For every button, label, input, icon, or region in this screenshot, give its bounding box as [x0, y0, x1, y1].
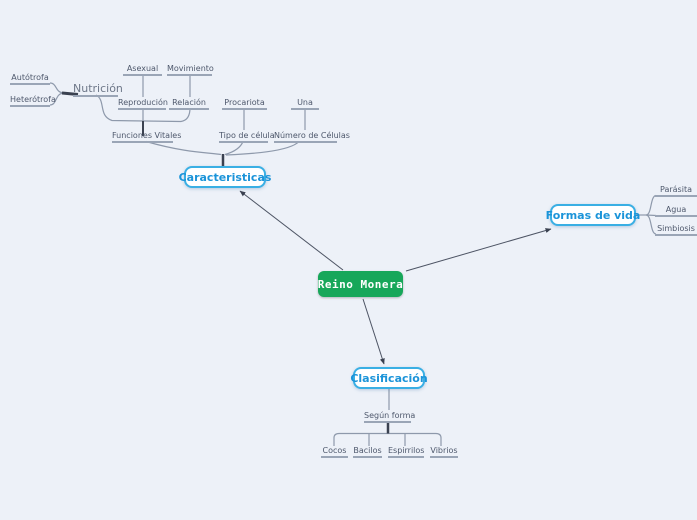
node-nutricion[interactable]: Nutrición [73, 82, 123, 97]
node-vibrios[interactable]: Vibrios [430, 445, 458, 458]
node-parasita[interactable]: Parásita [655, 184, 697, 197]
node-movimiento[interactable]: Movimiento [167, 63, 214, 76]
node-procariota[interactable]: Procariota [222, 97, 267, 110]
node-numero-de-celulas[interactable]: Número de Células [274, 130, 350, 143]
node-espirrilos[interactable]: Espirrilos [388, 445, 424, 458]
node-bacilos[interactable]: Bacilos [353, 445, 382, 458]
node-caracteristicas[interactable]: Caracteristicas [179, 166, 271, 188]
node-autotrofa[interactable]: Autótrofa [10, 72, 50, 85]
node-agua[interactable]: Agua [655, 204, 697, 217]
node-reino-monera-root[interactable]: Reino Monera [318, 271, 403, 297]
node-relacion[interactable]: Relación [169, 97, 209, 110]
node-segun-forma[interactable]: Según forma [364, 410, 415, 423]
node-funciones-vitales[interactable]: Funciones Vitales [112, 130, 181, 143]
node-simbiosis[interactable]: Simbiosis [655, 223, 697, 236]
node-reproducion[interactable]: Reprodución [118, 97, 168, 110]
node-formas-de-vida[interactable]: Formas de vida [546, 204, 640, 226]
node-cocos[interactable]: Cocos [321, 445, 348, 458]
edge-lines [239, 190, 552, 365]
trunk-lines [61, 91, 390, 434]
node-heterotrofa[interactable]: Heterótrofa [10, 94, 56, 107]
node-una[interactable]: Una [291, 97, 319, 110]
node-clasificacion[interactable]: Clasificación [350, 367, 428, 389]
node-asexual[interactable]: Asexual [123, 63, 162, 76]
node-tipo-de-celula[interactable]: Tipo de célula [219, 130, 275, 143]
